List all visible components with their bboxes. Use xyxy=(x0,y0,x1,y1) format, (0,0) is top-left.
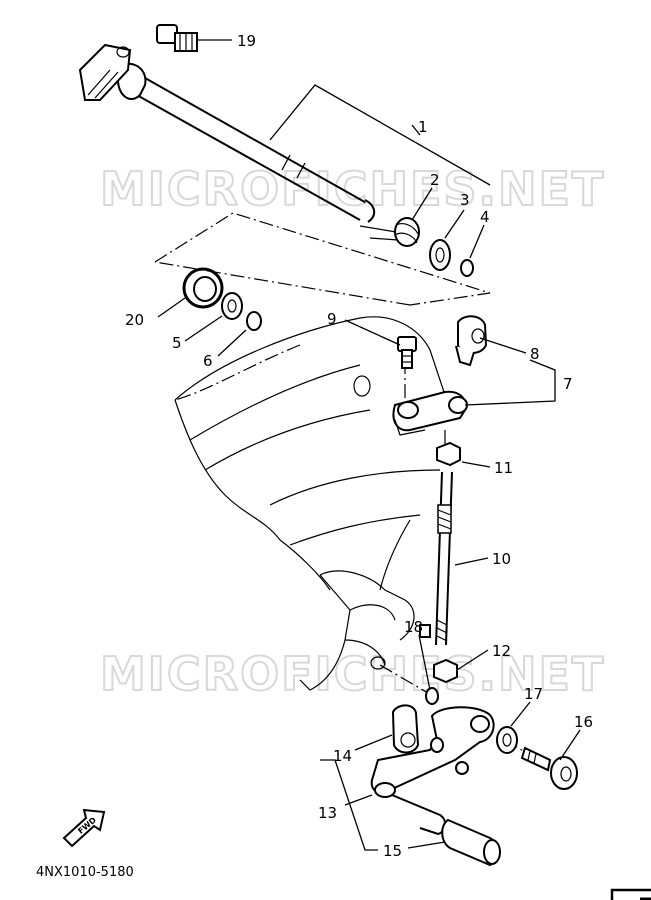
callout-7: 7 xyxy=(563,375,573,393)
callout-9: 9 xyxy=(327,310,337,328)
callout-13: 13 xyxy=(318,804,337,822)
watermark-bottom: MICROFICHES.NET xyxy=(100,647,605,701)
circlip-18 xyxy=(419,624,439,705)
washer-17 xyxy=(496,726,518,754)
callout-labels: 19 1 2 3 4 20 5 6 9 8 7 11 10 18 12 17 1… xyxy=(125,32,593,860)
callout-2: 2 xyxy=(430,171,440,189)
washer-3 xyxy=(429,239,451,271)
nut-12 xyxy=(433,658,458,684)
bolt-19 xyxy=(156,24,198,52)
leader-lines xyxy=(157,39,581,851)
bolt-16 xyxy=(520,746,578,790)
callout-6: 6 xyxy=(203,352,213,370)
callout-17: 17 xyxy=(524,685,543,703)
callout-5: 5 xyxy=(172,334,182,352)
callout-11: 11 xyxy=(494,459,513,477)
shift-rod-10 xyxy=(435,471,453,646)
shift-arm-7 xyxy=(392,390,468,436)
callout-12: 12 xyxy=(492,642,511,660)
callout-15: 15 xyxy=(383,842,402,860)
circlip-6 xyxy=(246,311,262,331)
shift-shaft xyxy=(78,43,376,223)
pivot-14 xyxy=(391,704,420,754)
callout-16: 16 xyxy=(574,713,593,731)
oil-seal-20 xyxy=(182,267,224,309)
callout-10: 10 xyxy=(492,550,511,568)
callout-3: 3 xyxy=(460,191,470,209)
circlip-4 xyxy=(460,259,474,277)
nut-11 xyxy=(436,441,461,467)
bolt-9 xyxy=(397,336,417,369)
engine-case-outline xyxy=(174,316,446,691)
watermark-top: MICROFICHES.NET xyxy=(100,162,605,216)
diagram-code: 4NX1010-5180 xyxy=(36,865,134,880)
callout-4: 4 xyxy=(480,208,490,226)
callout-18: 18 xyxy=(404,618,423,636)
corner-frame xyxy=(610,888,651,900)
callout-1: 1 xyxy=(418,118,428,136)
callout-19: 19 xyxy=(237,32,256,50)
callout-8: 8 xyxy=(530,345,540,363)
spring-2 xyxy=(359,217,420,247)
rod-end-8 xyxy=(455,315,488,367)
shift-pedal-13 xyxy=(370,706,495,836)
fwd-arrow-icon: FWD xyxy=(62,808,106,848)
callout-20: 20 xyxy=(125,311,144,329)
washer-5 xyxy=(221,292,243,320)
pedal-rubber-15 xyxy=(441,818,501,867)
callout-14: 14 xyxy=(333,747,352,765)
